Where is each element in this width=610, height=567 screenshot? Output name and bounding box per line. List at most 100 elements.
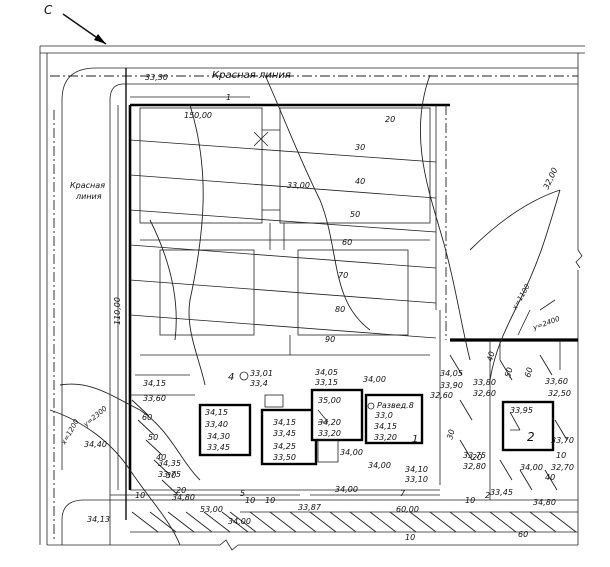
- coord-y-left: y=2300: [81, 404, 109, 429]
- dim-left: 110,00: [113, 297, 122, 325]
- building-arrow: [317, 409, 329, 423]
- contour-label: 40: [545, 473, 555, 482]
- elevation: 33,75: [463, 451, 486, 460]
- elevation: 32,60: [473, 389, 496, 398]
- elevation: 33,0: [375, 411, 393, 420]
- contour-label: 80: [335, 305, 345, 314]
- plan-frame: [39, 45, 585, 551]
- razvedka-label: Развед.8: [377, 401, 414, 410]
- elevation: 33,75: [158, 470, 181, 479]
- contour-label: 40: [355, 177, 365, 186]
- elevation: 34,25: [273, 442, 296, 451]
- elevation: 34,00: [520, 463, 543, 472]
- contour-label: 10: [135, 491, 145, 500]
- elevation: 33,50: [273, 453, 296, 462]
- contour-label: 20: [385, 115, 395, 124]
- elevation-labels: 33,30 33,00 32,00 33,01 33,4 34,05 33,15…: [84, 73, 574, 526]
- elevation: 34,00: [368, 461, 391, 470]
- elevation: 32,80: [463, 462, 486, 471]
- elevation: 33,87: [298, 503, 322, 512]
- grade-lines: [129, 139, 437, 339]
- elevation: 34,15: [273, 418, 296, 427]
- markers: 1 2 4 Развед.8 1 7 5 2: [226, 93, 535, 500]
- dim-bottom: 53,00: [200, 505, 223, 514]
- dim-bottom-right: 60,00: [396, 505, 419, 514]
- contour-label: 10: [556, 451, 566, 460]
- slope-hatching: [130, 511, 578, 533]
- survey-cross: [253, 131, 269, 147]
- elevation: 33,10: [405, 475, 428, 484]
- red-line: [125, 68, 578, 520]
- red-line-left-label-2: линия: [75, 192, 102, 201]
- elevation: 33,40: [205, 420, 228, 429]
- elevation: 33,90: [440, 381, 463, 390]
- contour-label: 30: [355, 143, 365, 152]
- elevation: 33,30: [145, 73, 168, 82]
- marker-one: 1: [226, 93, 231, 102]
- coord-y-right: y=2400: [531, 315, 561, 333]
- elevation: 34,30: [207, 432, 230, 441]
- elevation: 34,20: [318, 418, 341, 427]
- elevation: 33,60: [143, 394, 166, 403]
- elevation: 33,20: [374, 433, 397, 442]
- dim-top: 150,00: [184, 111, 212, 120]
- right-hatching: [449, 340, 568, 500]
- contour-label: 50: [503, 366, 514, 378]
- elevation: 33,01: [250, 369, 273, 378]
- dimension-lines: [110, 96, 556, 496]
- elevation: 34,05: [315, 368, 338, 377]
- contour-label: 90: [325, 335, 335, 344]
- elevation: 32,60: [430, 391, 453, 400]
- razvedka-circle: [367, 402, 375, 410]
- contour-lines: [49, 74, 561, 546]
- contour-label: 20: [176, 486, 186, 495]
- contour-label: 10: [465, 496, 475, 505]
- elevation: 34,15: [143, 379, 166, 388]
- north-letter: С: [44, 3, 53, 17]
- elevation: 34,00: [340, 448, 363, 457]
- elevation: 32,00: [542, 166, 560, 191]
- parcels: [139, 107, 431, 356]
- coord-x-left: x=1200: [59, 417, 81, 446]
- building-2-arrow: [509, 411, 521, 431]
- red-line-top-label: Красная линия: [212, 70, 291, 81]
- marker-circle: [239, 371, 249, 381]
- contour-labels: 20 30 40 50 60 70 80 90 60 50 40 30 20 1…: [135, 115, 566, 542]
- contour-label: 10: [265, 496, 275, 505]
- marker-two-small: 2: [485, 491, 490, 500]
- contour-label: 20: [472, 453, 482, 462]
- contour-label: 50: [350, 210, 360, 219]
- contour-label: 50: [148, 433, 158, 442]
- north-arrow: С: [44, 3, 107, 45]
- elevation: 34,13: [87, 515, 110, 524]
- marker-one-small: 1: [412, 434, 418, 445]
- contour-label: 30: [166, 471, 176, 480]
- elevation: 34,40: [84, 440, 107, 449]
- marker-seven: 7: [400, 489, 406, 498]
- marker-two: 2: [527, 430, 535, 444]
- elevation: 34,00: [335, 485, 358, 494]
- elevation: 33,60: [545, 377, 568, 386]
- elevation: 33,45: [273, 429, 296, 438]
- buildings: [198, 388, 555, 466]
- contour-label: 60: [518, 530, 528, 539]
- elevation: 32,50: [548, 389, 571, 398]
- marker-four: 4: [228, 372, 234, 383]
- elevation: 34,10: [405, 465, 428, 474]
- elevation: 34,15: [205, 408, 228, 417]
- red-line-left-label-1: Красная: [70, 181, 105, 190]
- elevation: 33,45: [207, 443, 230, 452]
- road-edges: [50, 67, 578, 545]
- elevation: 34,80: [172, 493, 195, 502]
- elevation: 33,95: [510, 406, 533, 415]
- contour-label: 30: [445, 428, 456, 440]
- elevation: 33,20: [318, 429, 341, 438]
- contour-label: 70: [338, 271, 348, 280]
- contour-label: 10: [245, 496, 255, 505]
- contour-label: 60: [342, 238, 352, 247]
- elevation: 34,35: [158, 459, 181, 468]
- contour-label: 40: [156, 453, 166, 462]
- elevation: 34,80: [533, 498, 556, 507]
- contour-label: 40: [485, 350, 496, 362]
